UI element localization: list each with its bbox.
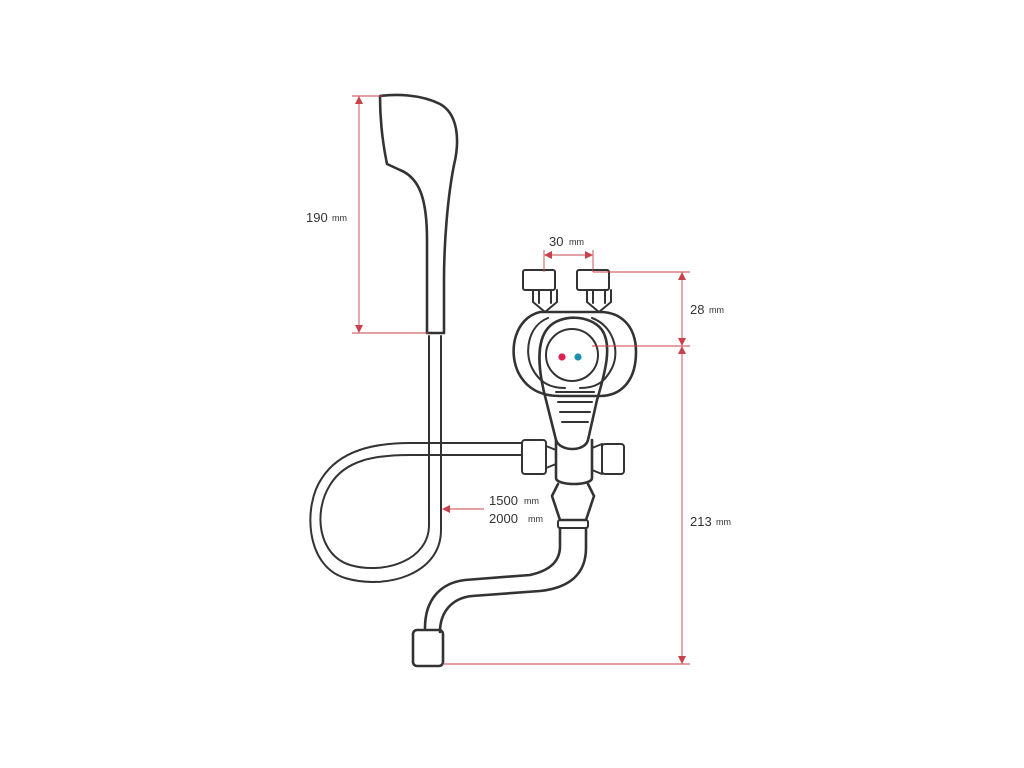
svg-text:213: 213 xyxy=(690,514,712,529)
cold-indicator xyxy=(574,353,582,361)
hot-indicator xyxy=(558,353,566,361)
label-spout-height: 213 mm xyxy=(690,514,731,529)
svg-text:190: 190 xyxy=(306,210,328,225)
label-hose-length: 1500 mm 2000 mm xyxy=(489,493,543,526)
svg-text:mm: mm xyxy=(569,237,584,247)
label-handshower-length: 190 mm xyxy=(306,210,347,225)
spout xyxy=(411,526,588,668)
svg-text:mm: mm xyxy=(332,213,347,223)
svg-text:mm: mm xyxy=(528,514,543,524)
dimension-lines xyxy=(352,95,690,665)
label-inlet-spacing: 30 mm xyxy=(549,234,584,249)
svg-text:mm: mm xyxy=(709,305,724,315)
svg-text:mm: mm xyxy=(716,517,731,527)
svg-text:30: 30 xyxy=(549,234,563,249)
svg-text:mm: mm xyxy=(524,496,539,506)
svg-text:1500: 1500 xyxy=(489,493,518,508)
svg-text:2000: 2000 xyxy=(489,511,518,526)
hand-shower xyxy=(309,93,523,583)
mixer-body xyxy=(512,269,638,529)
svg-text:28: 28 xyxy=(690,302,704,317)
label-inlet-height: 28 mm xyxy=(690,302,724,317)
